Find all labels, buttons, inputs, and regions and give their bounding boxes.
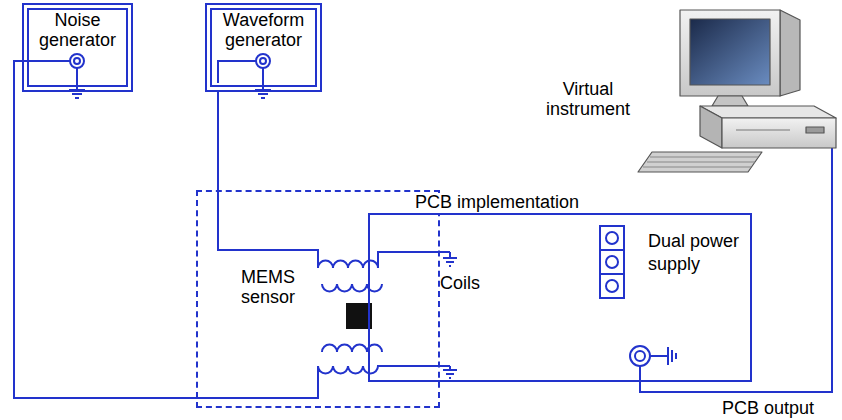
coil-primary	[196, 366, 450, 398]
coil-secondary	[322, 284, 382, 292]
ground-symbol	[69, 68, 85, 98]
bnc-connector	[256, 54, 270, 68]
node-label: Noise generator	[29, 11, 126, 51]
coil-secondary	[322, 345, 382, 353]
computer-icon	[638, 10, 836, 172]
part-label: Coils	[440, 274, 480, 294]
signal-cable	[217, 92, 219, 190]
signal-cable	[14, 61, 196, 398]
node-label: PCB implementation	[413, 193, 581, 213]
signal-cable	[640, 148, 832, 392]
signal-wire	[218, 61, 256, 83]
part-label: Dual power supply	[648, 230, 748, 277]
sensor-region: MEMS sensor	[196, 190, 440, 408]
power-header	[600, 226, 624, 298]
node-label: MEMS sensor	[232, 268, 304, 308]
signal-wire	[22, 60, 70, 62]
ground-symbol	[443, 366, 457, 378]
ground-symbol	[650, 347, 676, 365]
node-label: Waveform generator	[212, 11, 315, 51]
bnc-connector	[630, 346, 650, 366]
bnc-connector	[70, 54, 84, 68]
ground-symbol	[255, 68, 271, 98]
signal-wire	[639, 366, 641, 382]
computer-node: Virtual instrument	[640, 6, 838, 148]
instrument-box: Noise generator	[22, 3, 133, 92]
ground-symbol	[443, 252, 457, 266]
node-label: Virtual instrument	[538, 80, 638, 120]
port-label: PCB output	[722, 399, 814, 417]
instrument-box: Waveform generator	[205, 3, 322, 92]
